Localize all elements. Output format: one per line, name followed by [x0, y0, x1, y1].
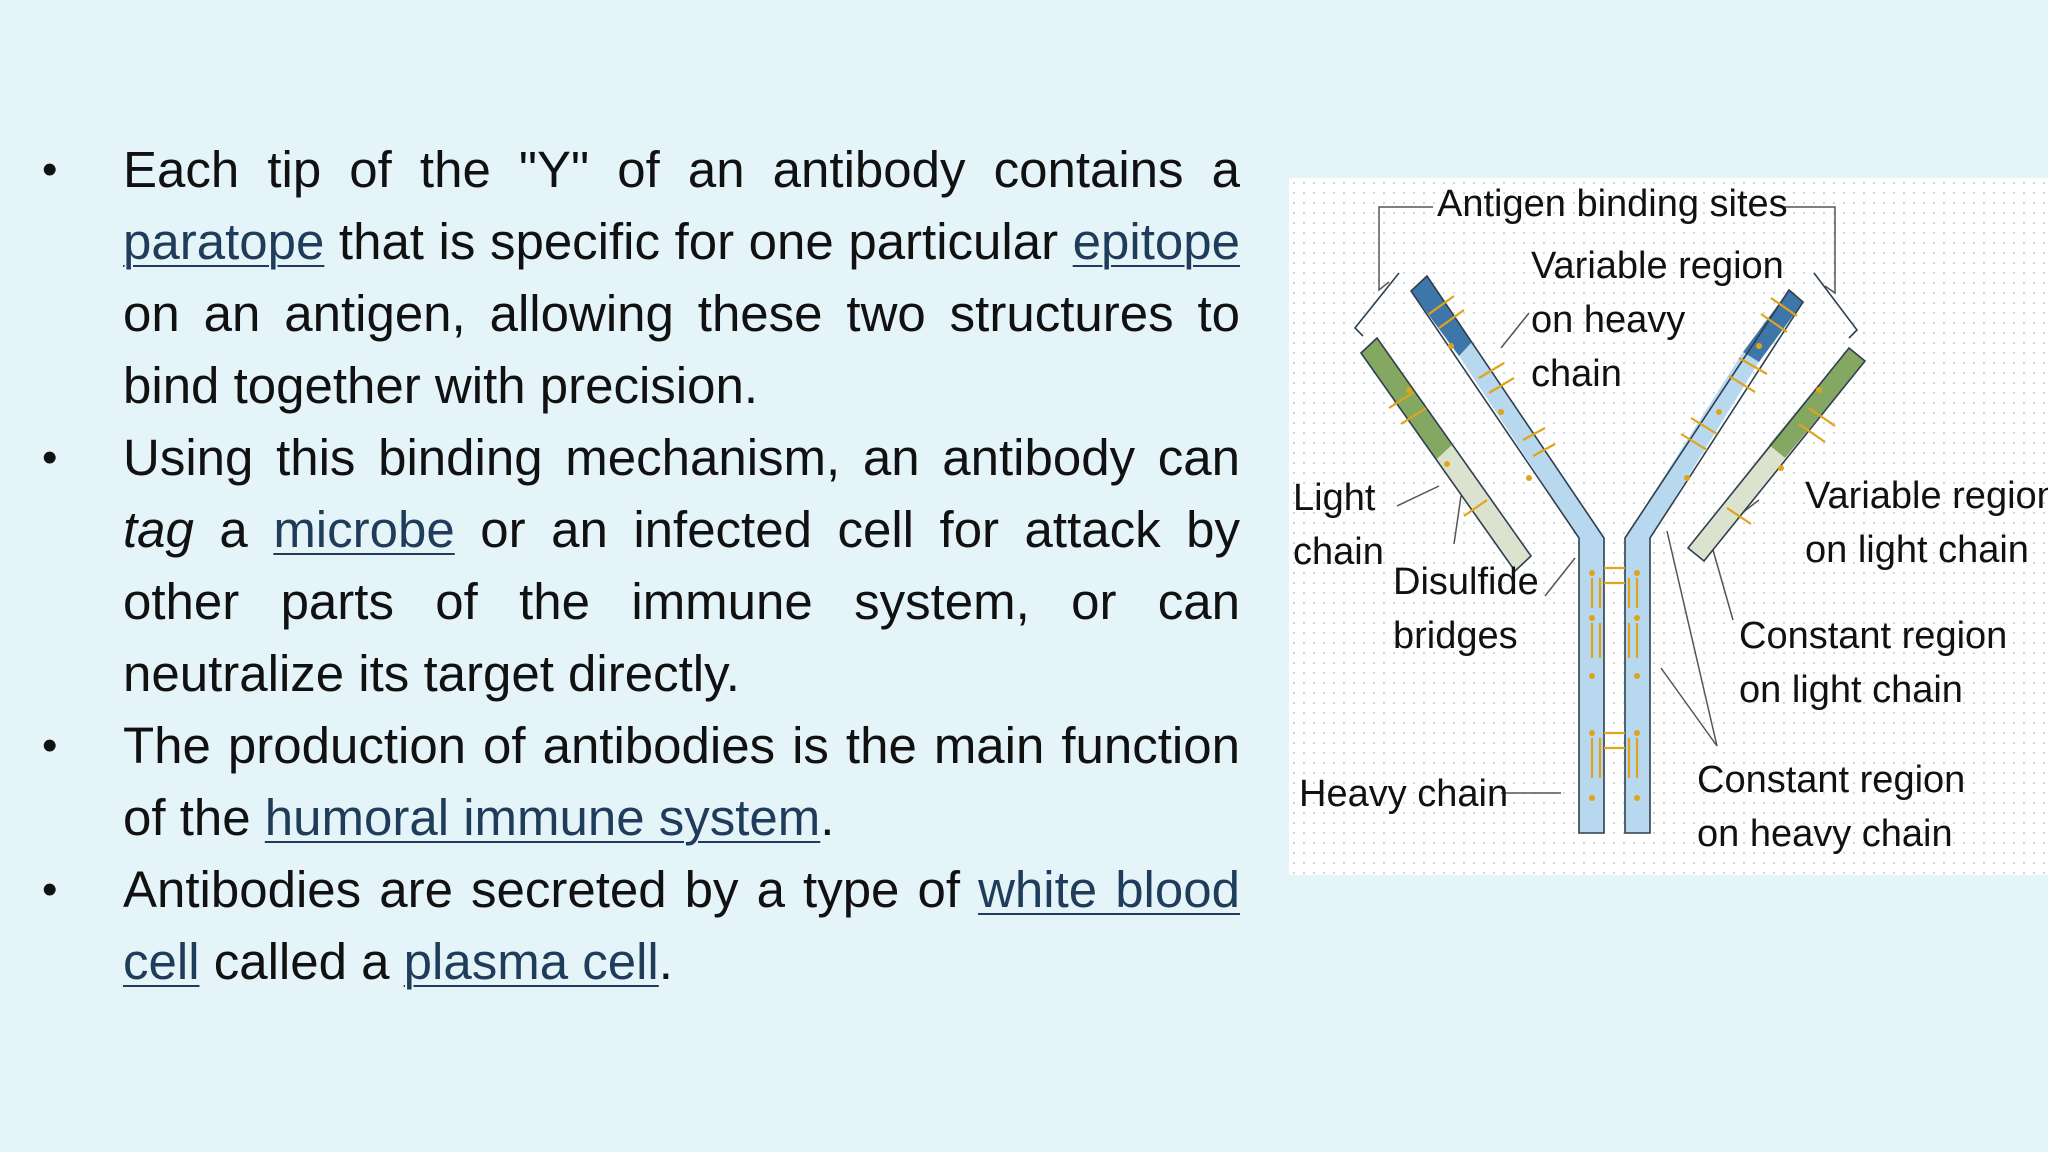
diagram-labels: Antigen binding sites Variable region on… [1293, 183, 2048, 855]
leader-disulfide-2 [1544, 557, 1576, 597]
heavy-chain-right [1625, 290, 1803, 833]
bullet-text: Antibodies are secreted by a type of [123, 861, 979, 918]
bullet-text: Using this binding mechanism, an antibod… [123, 429, 1240, 486]
term-link[interactable]: epitope [1072, 213, 1240, 270]
leader-light-chain [1396, 485, 1440, 507]
antibody-diagram-svg: Antigen binding sites Variable region on… [1293, 183, 2048, 855]
bullet-text: on an antigen, allowing these two struct… [123, 285, 1240, 414]
bullet-dot: • [42, 865, 58, 914]
antigen-bracket-right [1783, 206, 1836, 295]
bullet-item: • Each tip of the "Y" of an antibody cont… [36, 134, 1240, 422]
label-variable-heavy-line3: chain [1531, 353, 1622, 395]
label-disulfide-line1: Disulfide [1393, 561, 1539, 603]
bullet-dot: • [42, 721, 58, 770]
label-constant-light-line2: on light chain [1739, 669, 1963, 711]
antigen-bracket-left [1378, 206, 1433, 292]
label-heavy-chain: Heavy chain [1299, 773, 1508, 815]
bullet-text: that is specific for one particular [324, 213, 1073, 270]
leader-constant-heavy-1 [1660, 667, 1718, 747]
bullet-list: • Each tip of the "Y" of an antibody cont… [36, 134, 1240, 998]
label-variable-light-line2: on light chain [1805, 529, 2029, 571]
bullet-text: called a [199, 933, 404, 990]
disulfide-bridges [1388, 295, 1836, 778]
label-light-chain-line1: Light [1293, 477, 1376, 519]
light-chain-left [1361, 338, 1531, 571]
bullet-text: . [820, 789, 835, 846]
label-antigen-binding-sites: Antigen binding sites [1437, 183, 1788, 225]
disulfide-dots [1406, 343, 1822, 801]
bullet-dot: • [42, 145, 58, 194]
bullet-item: • Using this binding mechanism, an antibo… [36, 422, 1240, 710]
bullet-item: • The production of antibodies is the mai… [36, 710, 1240, 854]
leader-variable-heavy [1500, 312, 1530, 349]
heavy-chain-left [1411, 276, 1604, 833]
chain-outlines [1353, 272, 1867, 834]
label-disulfide-line2: bridges [1393, 615, 1518, 657]
leader-disulfide-1 [1453, 495, 1462, 545]
label-variable-heavy-line2: on heavy [1531, 299, 1685, 341]
bullet-text: a [193, 501, 274, 558]
term-link[interactable]: paratope [123, 213, 325, 270]
antibody-diagram: Antigen binding sites Variable region on… [1289, 178, 2048, 875]
bullet-text: . [658, 933, 673, 990]
label-constant-light-line1: Constant region [1739, 615, 2007, 657]
label-variable-heavy-line1: Variable region [1531, 245, 1784, 287]
bullet-text: The production of antibodies is the main… [123, 717, 1240, 846]
term-link[interactable]: humoral immune system [264, 789, 821, 846]
bullet-text: Each tip of the "Y" of an antibody conta… [123, 141, 1240, 198]
label-light-chain-line2: chain [1293, 531, 1384, 573]
label-variable-light-line1: Variable region [1805, 475, 2048, 517]
label-constant-heavy-line2: on heavy chain [1697, 813, 1953, 855]
bullet-item: • Antibodies are secreted by a type of w… [36, 854, 1240, 998]
emphasis-text: tag [123, 501, 194, 558]
light-chain-right [1688, 348, 1865, 561]
label-constant-heavy-line1: Constant region [1697, 759, 1965, 801]
bullet-text: or an infected cell for attack by other … [123, 501, 1241, 702]
bullet-dot: • [42, 433, 58, 482]
term-link[interactable]: microbe [273, 501, 455, 558]
term-link[interactable]: white blood cell [123, 861, 1240, 990]
term-link[interactable]: plasma cell [403, 933, 659, 990]
leader-constant-heavy-2 [1666, 530, 1718, 747]
